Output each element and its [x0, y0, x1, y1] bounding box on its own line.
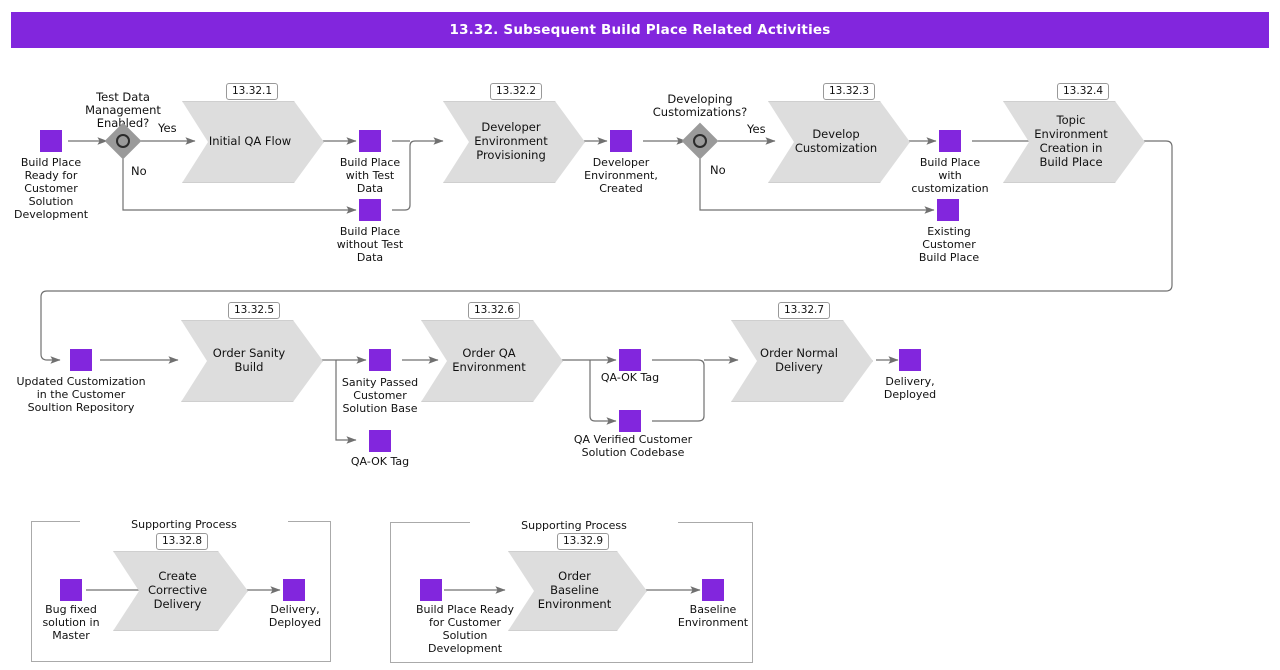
artifact-label-developer-environment-created: Developer Environment, Created	[584, 156, 658, 195]
task-initial-qa-flow[interactable]: Initial QA Flow	[182, 101, 322, 181]
artifact-qa-verified-codebase[interactable]	[619, 410, 644, 435]
artifact-square	[610, 130, 632, 152]
flow-label-tdm-yes: Yes	[158, 121, 177, 135]
task-id-13-32-9: 13.32.9	[557, 533, 610, 550]
artifact-square	[420, 579, 442, 601]
artifact-build-place-with-test-data[interactable]	[359, 130, 384, 155]
task-id-13-32-4: 13.32.4	[1057, 83, 1110, 100]
artifact-label-build-place-without-test-data: Build Place without Test Data	[336, 225, 404, 264]
artifact-label-bug-fixed-solution: Bug fixed solution in Master	[42, 603, 100, 642]
task-id-13-32-1: 13.32.1	[226, 83, 279, 100]
flow-label-customizations-no: No	[710, 163, 726, 177]
supporting-process-title-1: Supporting Process	[80, 518, 288, 531]
artifact-square	[70, 349, 92, 371]
artifact-delivery-deployed-main[interactable]	[899, 349, 924, 374]
task-label-initial-qa-flow: Initial QA Flow	[208, 134, 292, 148]
artifact-square	[619, 410, 641, 432]
task-label-order-sanity-build: Order Sanity Build	[212, 346, 286, 374]
artifact-square	[899, 349, 921, 371]
artifact-square	[283, 579, 305, 601]
task-id-13-32-5: 13.32.5	[228, 302, 281, 319]
artifact-build-place-ready-supporting[interactable]	[420, 579, 445, 604]
task-label-order-qa-environment: Order QA Environment	[452, 346, 526, 374]
artifact-build-place-ready[interactable]	[40, 130, 65, 155]
gateway-developing-customizations[interactable]	[681, 122, 722, 163]
artifact-bug-fixed-solution-in-master[interactable]	[60, 579, 85, 604]
artifact-qa-ok-tag-qa[interactable]	[619, 349, 644, 374]
artifact-label-sanity-passed: Sanity Passed Customer Solution Base	[341, 376, 419, 415]
task-developer-environment-provisioning[interactable]: Developer Environment Provisioning	[443, 101, 583, 181]
artifact-square	[60, 579, 82, 601]
artifact-square	[619, 349, 641, 371]
artifact-label-qa-ok-tag-qa: QA-OK Tag	[600, 371, 660, 384]
artifact-label-qa-ok-tag-sanity: QA-OK Tag	[350, 455, 410, 468]
task-order-normal-delivery[interactable]: Order Normal Delivery	[731, 320, 871, 400]
page-title-bar: 13.32. Subsequent Build Place Related Ac…	[11, 12, 1269, 48]
artifact-square	[939, 130, 961, 152]
page-title: 13.32. Subsequent Build Place Related Ac…	[449, 22, 831, 38]
artifact-square	[359, 199, 381, 221]
task-id-13-32-6: 13.32.6	[468, 302, 521, 319]
artifact-label-build-place-with-test-data: Build Place with Test Data	[339, 156, 401, 195]
task-create-corrective-delivery[interactable]: Create Corrective Delivery	[113, 551, 246, 629]
flow-label-customizations-yes: Yes	[747, 122, 766, 136]
task-id-13-32-2: 13.32.2	[490, 83, 543, 100]
task-order-baseline-environment[interactable]: Order Baseline Environment	[508, 551, 645, 629]
artifact-square	[359, 130, 381, 152]
flow-label-tdm-no: No	[131, 164, 147, 178]
artifact-baseline-environment[interactable]	[702, 579, 727, 604]
artifact-label-build-place-ready-supporting: Build Place Ready for Customer Solution …	[415, 603, 514, 655]
gateway-ring-icon	[116, 134, 130, 148]
task-topic-environment-creation[interactable]: Topic Environment Creation in Build Plac…	[1003, 101, 1143, 181]
gateway-label-developing-customizations: Developing Customizations?	[652, 92, 748, 119]
task-id-13-32-3: 13.32.3	[823, 83, 876, 100]
artifact-build-place-with-customization[interactable]	[939, 130, 964, 155]
artifact-square	[369, 349, 391, 371]
supporting-process-title-2: Supporting Process	[470, 519, 678, 532]
artifact-label-updated-customization: Updated Customization in the Customer So…	[16, 375, 146, 414]
task-order-qa-environment[interactable]: Order QA Environment	[421, 320, 561, 400]
task-label-order-normal-delivery: Order Normal Delivery	[760, 346, 838, 374]
artifact-sanity-passed-customer-solution-base[interactable]	[369, 349, 394, 374]
task-id-13-32-8: 13.32.8	[156, 533, 209, 550]
artifact-square	[937, 199, 959, 221]
artifact-label-qa-verified-codebase: QA Verified Customer Solution Codebase	[573, 433, 693, 459]
artifact-delivery-deployed-supporting[interactable]	[283, 579, 308, 604]
gateway-test-data-management[interactable]	[104, 122, 145, 163]
artifact-label-build-place-with-customization: Build Place with customization	[911, 156, 989, 195]
task-label-create-corrective-delivery: Create Corrective Delivery	[147, 569, 208, 611]
artifact-square	[369, 430, 391, 452]
artifact-label-existing-customer-build-place: Existing Customer Build Place	[918, 225, 980, 264]
artifact-developer-environment-created[interactable]	[610, 130, 635, 155]
artifact-existing-customer-build-place[interactable]	[937, 199, 962, 224]
task-develop-customization[interactable]: Develop Customization	[768, 101, 908, 181]
artifact-square	[702, 579, 724, 601]
artifact-qa-ok-tag-sanity[interactable]	[369, 430, 394, 455]
task-label-order-baseline-environment: Order Baseline Environment	[537, 569, 612, 611]
artifact-label-build-place-ready: Build Place Ready for Customer Solution …	[13, 156, 89, 221]
gateway-ring-icon	[693, 134, 707, 148]
task-id-13-32-7: 13.32.7	[778, 302, 831, 319]
artifact-label-delivery-deployed-supporting: Delivery, Deployed	[268, 603, 322, 629]
artifact-label-baseline-environment: Baseline Environment	[677, 603, 749, 629]
task-label-developer-environment-provisioning: Developer Environment Provisioning	[474, 120, 548, 162]
task-order-sanity-build[interactable]: Order Sanity Build	[181, 320, 321, 400]
artifact-build-place-without-test-data[interactable]	[359, 199, 384, 224]
task-label-topic-environment-creation: Topic Environment Creation in Build Plac…	[1034, 113, 1108, 169]
task-label-develop-customization: Develop Customization	[794, 127, 878, 155]
artifact-square	[40, 130, 62, 152]
artifact-label-delivery-deployed-main: Delivery, Deployed	[883, 375, 937, 401]
artifact-updated-customization[interactable]	[70, 349, 95, 374]
